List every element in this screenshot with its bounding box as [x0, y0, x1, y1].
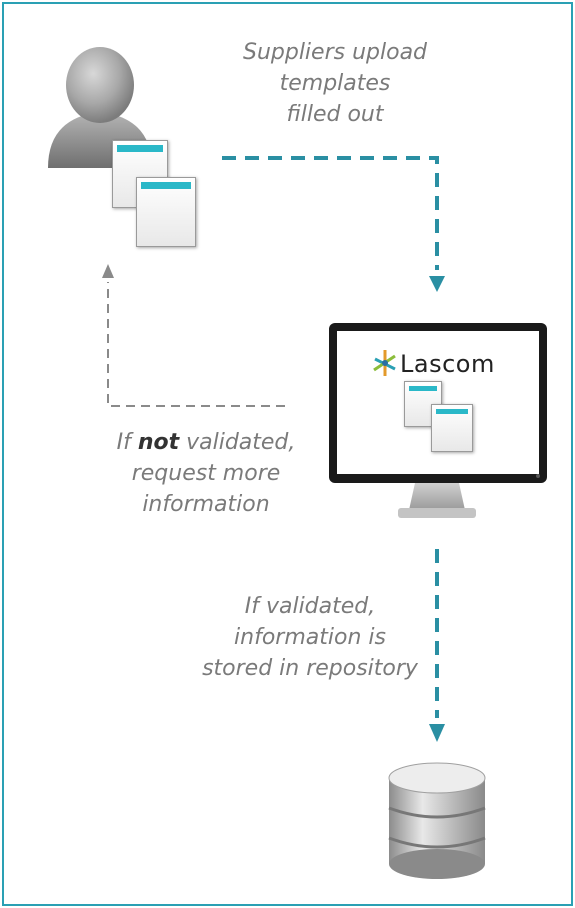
- upload-arrow: [222, 156, 445, 292]
- caption-text: If: [116, 430, 138, 455]
- caption-emphasis: not: [137, 430, 180, 455]
- caption-line: request more: [131, 461, 281, 486]
- caption-line: If validated,: [244, 594, 376, 619]
- caption-line: If not validated,: [86, 427, 326, 458]
- template-document-icon: [136, 177, 196, 247]
- lascom-logo-icon: [373, 350, 396, 376]
- request-info-arrow: [102, 264, 285, 407]
- template-document-icon: [431, 404, 473, 452]
- database-icon: [388, 762, 486, 879]
- caption-line: filled out: [286, 102, 384, 127]
- caption-line: stored in repository: [202, 656, 418, 681]
- caption-line: information: [142, 492, 270, 517]
- caption-line: information is: [234, 625, 386, 650]
- user-icon: [48, 47, 152, 168]
- lascom-logo-text: Lascom: [400, 350, 495, 378]
- caption-line: Suppliers upload: [242, 40, 428, 65]
- not-validated-caption: If not validated, request more informati…: [86, 427, 326, 520]
- upload-caption: Suppliers upload templates filled out: [200, 37, 470, 130]
- caption-text: validated,: [179, 430, 296, 455]
- validated-caption: If validated, information is stored in r…: [180, 591, 440, 684]
- caption-line: templates: [279, 71, 391, 96]
- store-arrow: [429, 549, 445, 742]
